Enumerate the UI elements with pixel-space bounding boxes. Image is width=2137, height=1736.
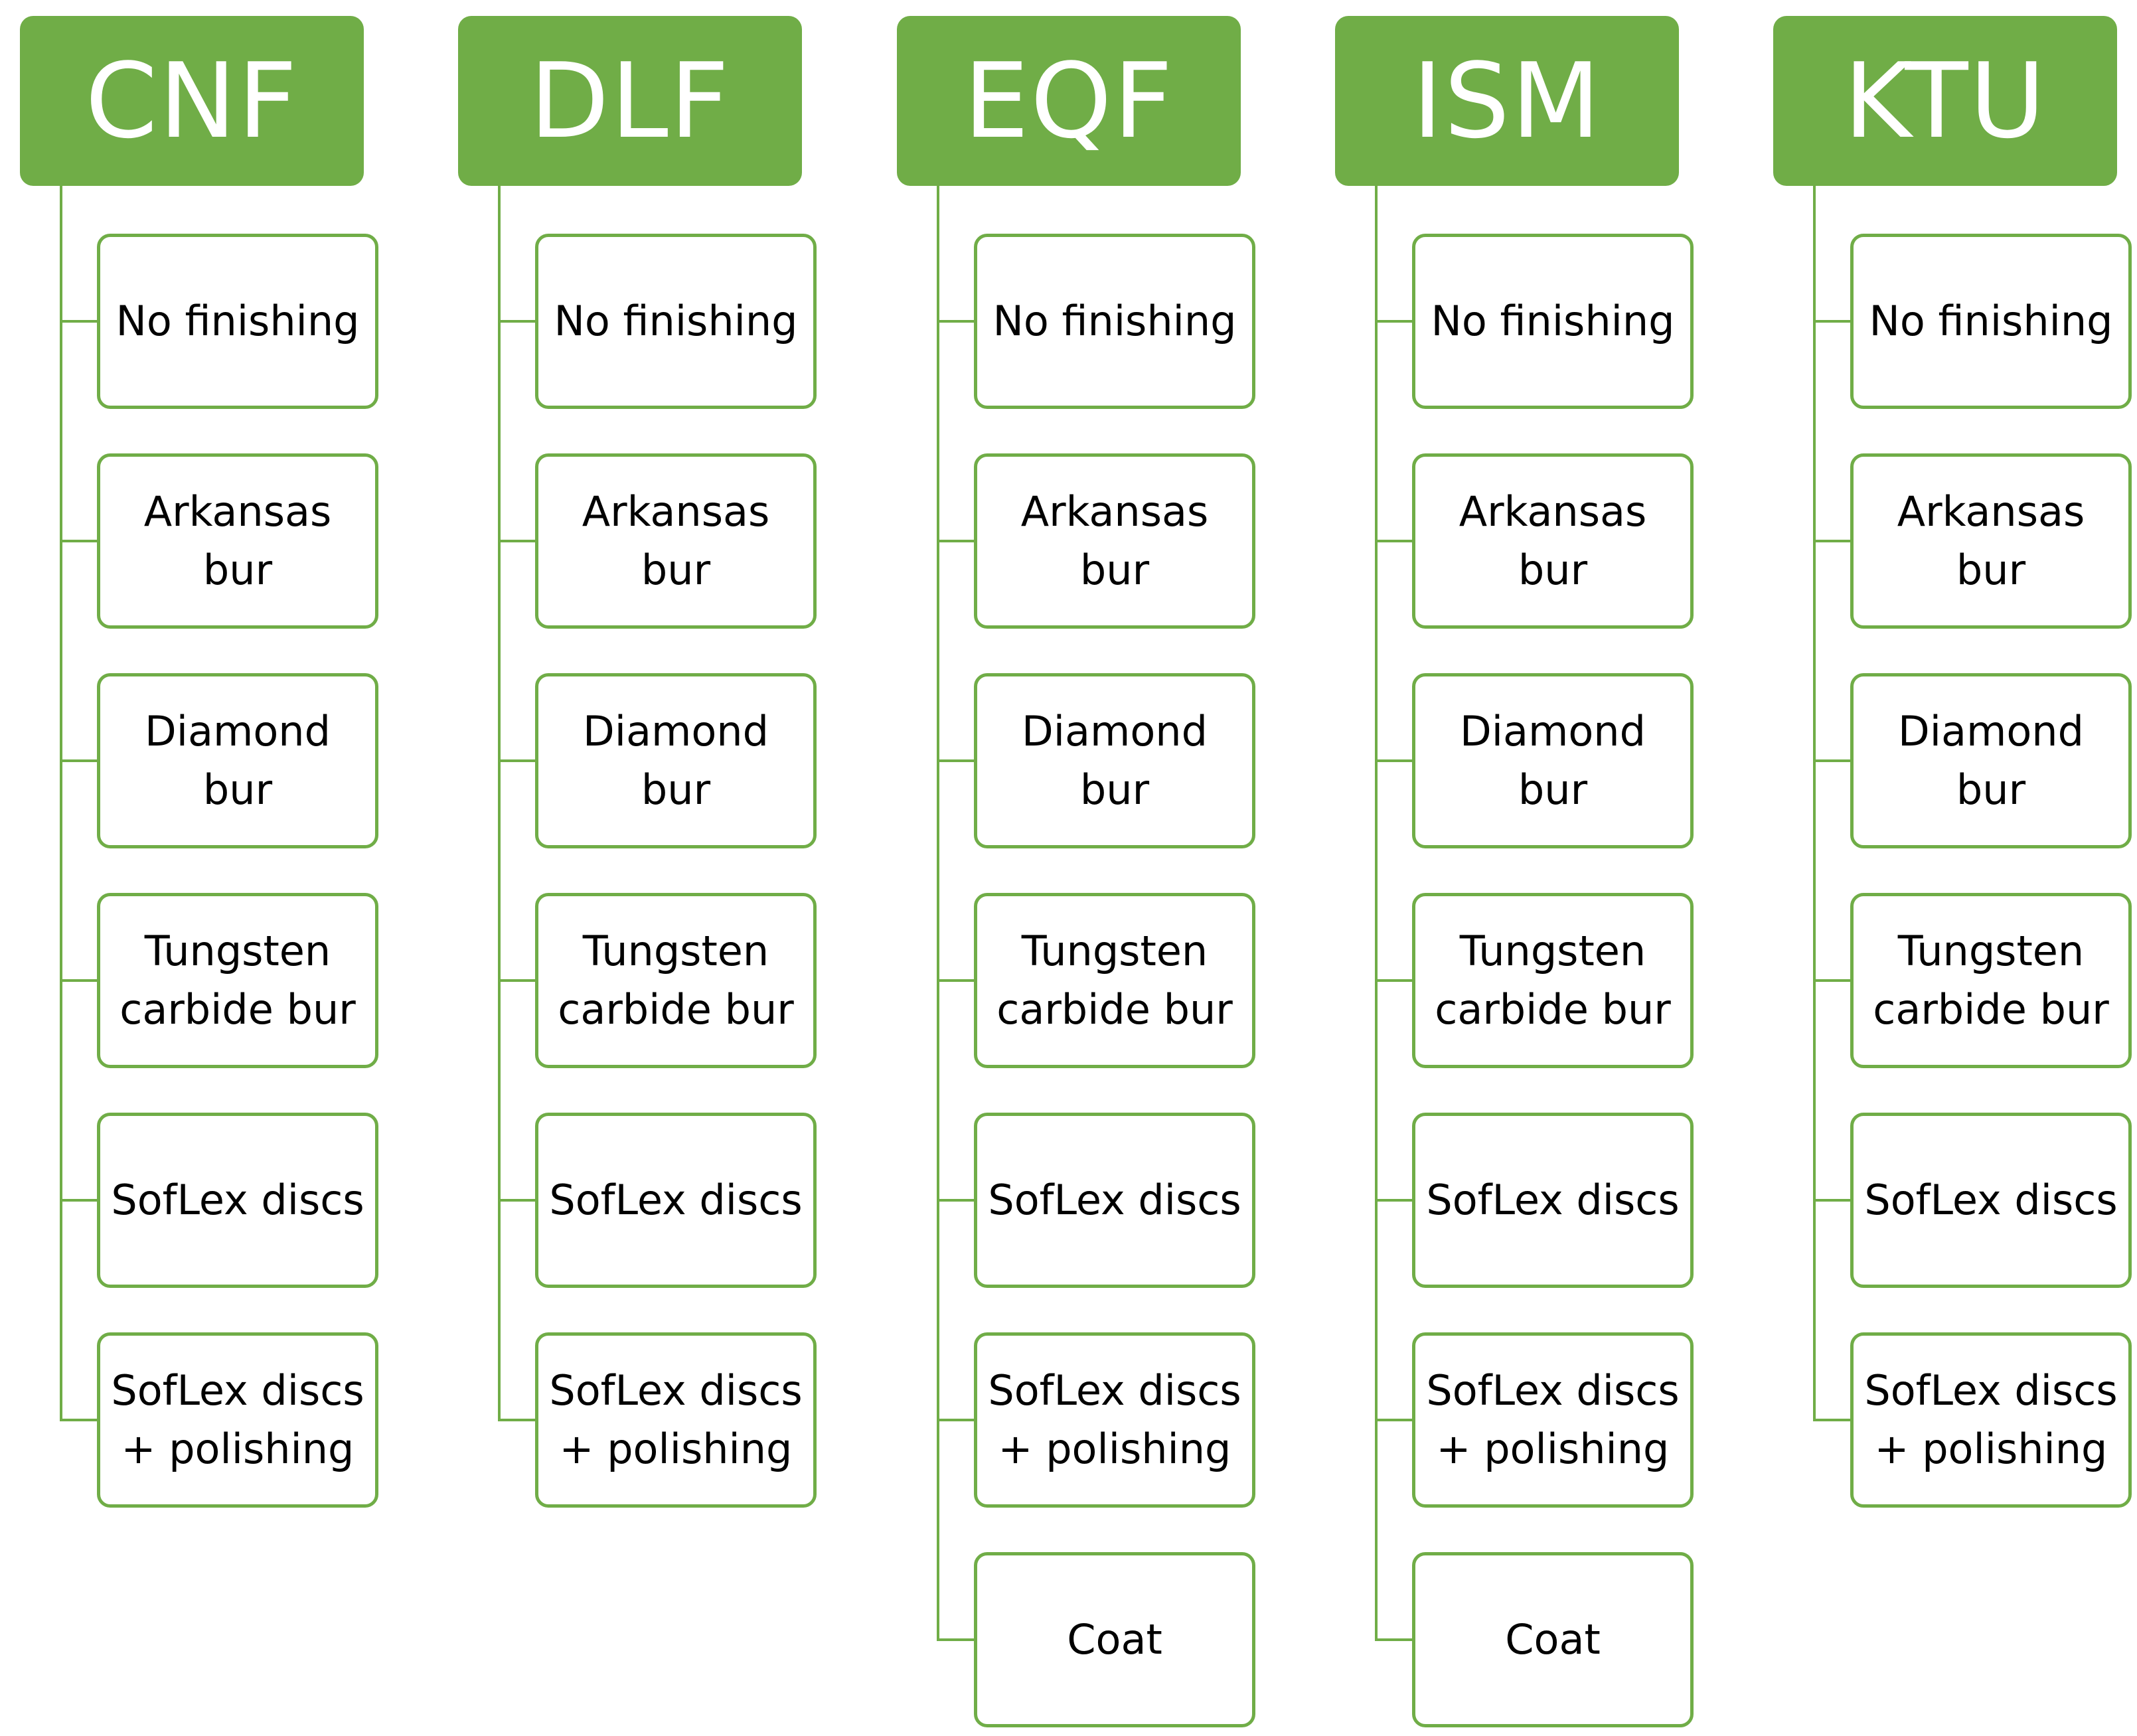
finishing-method-box: SofLex discs bbox=[535, 1113, 817, 1288]
finishing-method-box: Diamond bur bbox=[1850, 673, 2132, 848]
tree-connector-line bbox=[498, 540, 535, 542]
tree-connector-line bbox=[498, 1199, 535, 1202]
tree-connector-line bbox=[498, 1419, 535, 1421]
tree-connector-line bbox=[1375, 540, 1412, 542]
finishing-method-box: Coat bbox=[1412, 1552, 1694, 1727]
tree-connector-line bbox=[1375, 1199, 1412, 1202]
finishing-method-box: Arkansas bur bbox=[535, 453, 817, 629]
column-header: ISM bbox=[1335, 16, 1679, 186]
tree-connector-line bbox=[60, 1199, 97, 1202]
finishing-method-box: No finishing bbox=[535, 234, 817, 409]
finishing-method-box: SofLex discs bbox=[974, 1113, 1255, 1288]
finishing-method-box: Arkansas bur bbox=[974, 453, 1255, 629]
finishing-method-box: Tungsten carbide bur bbox=[535, 893, 817, 1068]
tree-connector-line bbox=[1375, 1419, 1412, 1421]
finishing-method-box: No finishing bbox=[1412, 234, 1694, 409]
finishing-method-box: Diamond bur bbox=[97, 673, 378, 848]
finishing-method-box: Diamond bur bbox=[1412, 673, 1694, 848]
finishing-method-box: Tungsten carbide bur bbox=[97, 893, 378, 1068]
finishing-method-box: SofLex discs + polishing bbox=[97, 1332, 378, 1508]
tree-connector-line bbox=[60, 320, 97, 323]
tree-spine-line bbox=[937, 186, 939, 1641]
finishing-method-box: Tungsten carbide bur bbox=[1412, 893, 1694, 1068]
tree-spine-line bbox=[498, 186, 501, 1421]
tree-connector-line bbox=[937, 1419, 974, 1421]
tree-connector-line bbox=[1375, 759, 1412, 762]
finishing-method-box: Diamond bur bbox=[535, 673, 817, 848]
finishing-method-box: SofLex discs bbox=[1412, 1113, 1694, 1288]
tree-connector-line bbox=[60, 979, 97, 982]
tree-connector-line bbox=[60, 540, 97, 542]
tree-connector-line bbox=[1813, 540, 1850, 542]
tree-connector-line bbox=[937, 1638, 974, 1641]
tree-connector-line bbox=[498, 320, 535, 323]
tree-connector-line bbox=[937, 320, 974, 323]
finishing-method-box: Coat bbox=[974, 1552, 1255, 1727]
finishing-method-box: SofLex discs + polishing bbox=[1412, 1332, 1694, 1508]
finishing-method-box: Arkansas bur bbox=[97, 453, 378, 629]
tree-connector-line bbox=[498, 759, 535, 762]
finishing-method-box: No finishing bbox=[1850, 234, 2132, 409]
column-header: DLF bbox=[458, 16, 802, 186]
finishing-method-box: SofLex discs bbox=[1850, 1113, 2132, 1288]
tree-connector-line bbox=[60, 759, 97, 762]
column-header: CNF bbox=[20, 16, 364, 186]
tree-connector-line bbox=[937, 979, 974, 982]
tree-connector-line bbox=[1375, 979, 1412, 982]
tree-connector-line bbox=[1813, 1199, 1850, 1202]
tree-spine-line bbox=[1813, 186, 1816, 1421]
finishing-method-box: No finishing bbox=[97, 234, 378, 409]
tree-connector-line bbox=[937, 759, 974, 762]
finishing-method-box: Tungsten carbide bur bbox=[974, 893, 1255, 1068]
tree-connector-line bbox=[1813, 1419, 1850, 1421]
tree-connector-line bbox=[498, 979, 535, 982]
tree-connector-line bbox=[1375, 1638, 1412, 1641]
finishing-method-box: Tungsten carbide bur bbox=[1850, 893, 2132, 1068]
tree-connector-line bbox=[1813, 759, 1850, 762]
finishing-method-box: Arkansas bur bbox=[1412, 453, 1694, 629]
column-header: EQF bbox=[897, 16, 1241, 186]
tree-spine-line bbox=[1375, 186, 1378, 1641]
tree-connector-line bbox=[60, 1419, 97, 1421]
finishing-method-box: SofLex discs + polishing bbox=[535, 1332, 817, 1508]
tree-connector-line bbox=[1813, 320, 1850, 323]
finishing-method-box: Diamond bur bbox=[974, 673, 1255, 848]
tree-spine-line bbox=[60, 186, 62, 1421]
finishing-method-box: SofLex discs + polishing bbox=[974, 1332, 1255, 1508]
tree-connector-line bbox=[1375, 320, 1412, 323]
tree-connector-line bbox=[937, 1199, 974, 1202]
finishing-method-box: Arkansas bur bbox=[1850, 453, 2132, 629]
finishing-method-box: SofLex discs + polishing bbox=[1850, 1332, 2132, 1508]
tree-connector-line bbox=[1813, 979, 1850, 982]
tree-connector-line bbox=[937, 540, 974, 542]
finishing-method-box: No finishing bbox=[974, 234, 1255, 409]
column-header: KTU bbox=[1773, 16, 2117, 186]
finishing-method-box: SofLex discs bbox=[97, 1113, 378, 1288]
